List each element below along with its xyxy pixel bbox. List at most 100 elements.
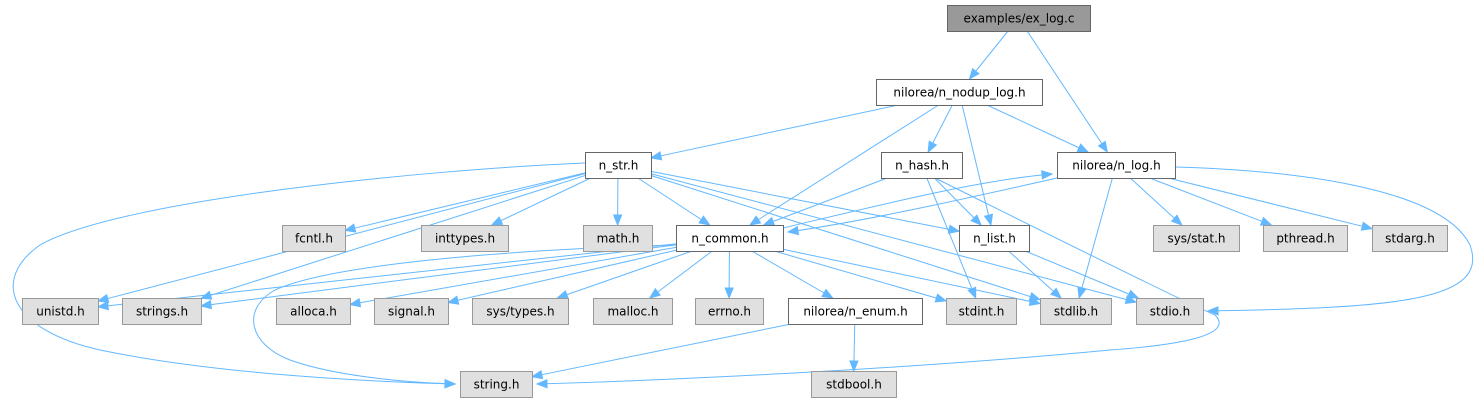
node-box (276, 298, 351, 325)
edge-n_str_h-to-math_h (612, 177, 623, 227)
node-n-enum-h[interactable]: nilorea/n_enum.h (788, 298, 923, 325)
node-box (421, 225, 509, 252)
edge-line (200, 244, 677, 307)
edge-n_nodup_log_h-to-n_list_h (961, 104, 994, 227)
edge-line (491, 177, 591, 226)
node-label: strings.h (136, 305, 188, 319)
edge-n_log_h-to-n_common_h (786, 177, 1058, 236)
edge-line (447, 249, 677, 304)
edge-n_common_h-to-stdlib_h (782, 248, 1042, 306)
node-inttypes-h: inttypes.h (421, 225, 509, 252)
edge-arrowhead (1360, 221, 1374, 231)
edge-n_common_h-to-sys_types_h (556, 250, 693, 300)
node-label: inttypes.h (435, 232, 495, 246)
edge-n_hash_h-to-n_common_h (762, 177, 888, 226)
edge-arrowhead (348, 298, 362, 308)
node-n-common-h[interactable]: n_common.h (676, 225, 784, 252)
node-label: stdio.h (1150, 305, 1190, 319)
edge-n_enum_h-to-string_h (530, 323, 792, 380)
node-stdlib-h: stdlib.h (1040, 298, 1112, 325)
node-label: errno.h (708, 305, 751, 319)
edge-line (12, 162, 586, 385)
edge-line (1129, 177, 1183, 226)
edge-line (986, 104, 1089, 153)
edge-line (782, 173, 1053, 229)
node-label: n_common.h (691, 232, 768, 246)
edge-line (1026, 30, 1108, 153)
node-box (811, 371, 897, 398)
edge-line (200, 175, 586, 299)
edge-line (650, 175, 1041, 301)
node-stdio-h: stdio.h (1136, 298, 1204, 325)
node-box (788, 298, 923, 325)
edge-arrowhead (1097, 140, 1109, 154)
node-label: stdarg.h (1385, 232, 1435, 246)
node-strings-h: strings.h (122, 298, 202, 325)
node-box (22, 298, 99, 325)
node-unistd-h: unistd.h (22, 298, 99, 325)
node-n-nodup-log-h[interactable]: nilorea/n_nodup_log.h (876, 79, 1043, 106)
edge-n_str_h-to-inttypes_h (490, 177, 591, 226)
edge-arrowhead (96, 293, 110, 303)
edge-line (557, 250, 693, 299)
edge-n_common_h-to-alloca_h (348, 246, 677, 308)
node-label: stdlib.h (1054, 305, 1098, 319)
edge-line (774, 250, 947, 302)
node-alloca-h: alloca.h (276, 298, 351, 325)
edge-n_str_h-to-strings_h (199, 175, 586, 300)
node-stdint-h: stdint.h (946, 298, 1017, 325)
node-box (1372, 225, 1448, 252)
edge-arrowhead (1050, 287, 1062, 299)
edge-n_log_h-to-stdlib_h (1077, 177, 1113, 300)
node-label: n_list.h (973, 232, 1016, 246)
node-box (585, 152, 652, 179)
node-box (959, 225, 1030, 252)
edge-n_enum_h-to-stdbool_h (849, 323, 859, 373)
edge-arrowhead (1259, 216, 1273, 226)
node-box (695, 298, 764, 325)
node-n-str-h[interactable]: n_str.h (585, 152, 652, 179)
node-ex-log-c[interactable]: examples/ex_log.c (947, 5, 1091, 32)
edge-n_str_h-to-stdio_h (650, 173, 1138, 305)
edge-n_list_h-to-stdio_h (1025, 250, 1140, 299)
node-n-log-h[interactable]: nilorea/n_log.h (1057, 152, 1176, 179)
edge-arrowhead (849, 360, 859, 373)
node-label: examples/ex_log.c (964, 12, 1075, 26)
node-box (583, 225, 653, 252)
edge-line (344, 172, 586, 231)
node-label: pthread.h (1276, 232, 1334, 246)
edge-n_log_h-to-pthread_h (1149, 177, 1273, 226)
edge-n_nodup_log_h-to-n_common_h (748, 104, 939, 226)
node-label: nilorea/n_nodup_log.h (893, 86, 1025, 100)
edge-line (649, 250, 713, 299)
node-box (593, 298, 673, 325)
edge-ex_log_c-to-n_log_h (1026, 30, 1109, 154)
edge-line (531, 323, 792, 378)
edge-n_hash_h-to-string_h (535, 177, 1220, 389)
node-n-hash-h[interactable]: n_hash.h (881, 152, 963, 179)
edge-n_common_h-to-string_h (253, 244, 677, 389)
edges-layer (12, 30, 1474, 389)
edge-arrowhead (821, 288, 834, 299)
edge-n_common_h-to-n_log_h (782, 170, 1054, 229)
nodes-layer: examples/ex_log.c nilorea/n_nodup_log.h n_… (22, 5, 1448, 398)
edge-line (637, 177, 710, 226)
edge-n_common_h-to-signal_h (446, 249, 677, 305)
edge-line (961, 104, 992, 226)
node-n-list-h[interactable]: n_list.h (959, 225, 1030, 252)
edge-n_hash_h-to-n_list_h (934, 177, 983, 226)
node-box (122, 298, 202, 325)
node-box (460, 371, 533, 398)
node-box (1153, 225, 1240, 252)
edge-n_nodup_log_h-to-n_hash_h (927, 104, 953, 154)
edge-line (1025, 250, 1139, 299)
edge-n_common_h-to-strings_h (199, 244, 677, 310)
node-signal-h: signal.h (374, 298, 449, 325)
node-stdarg-h: stdarg.h (1372, 225, 1448, 252)
node-box (881, 152, 963, 179)
edge-line (253, 244, 677, 385)
edge-line (1078, 177, 1113, 299)
edge-arrowhead (786, 225, 800, 236)
node-label: n_hash.h (895, 159, 949, 173)
edge-line (926, 177, 977, 299)
